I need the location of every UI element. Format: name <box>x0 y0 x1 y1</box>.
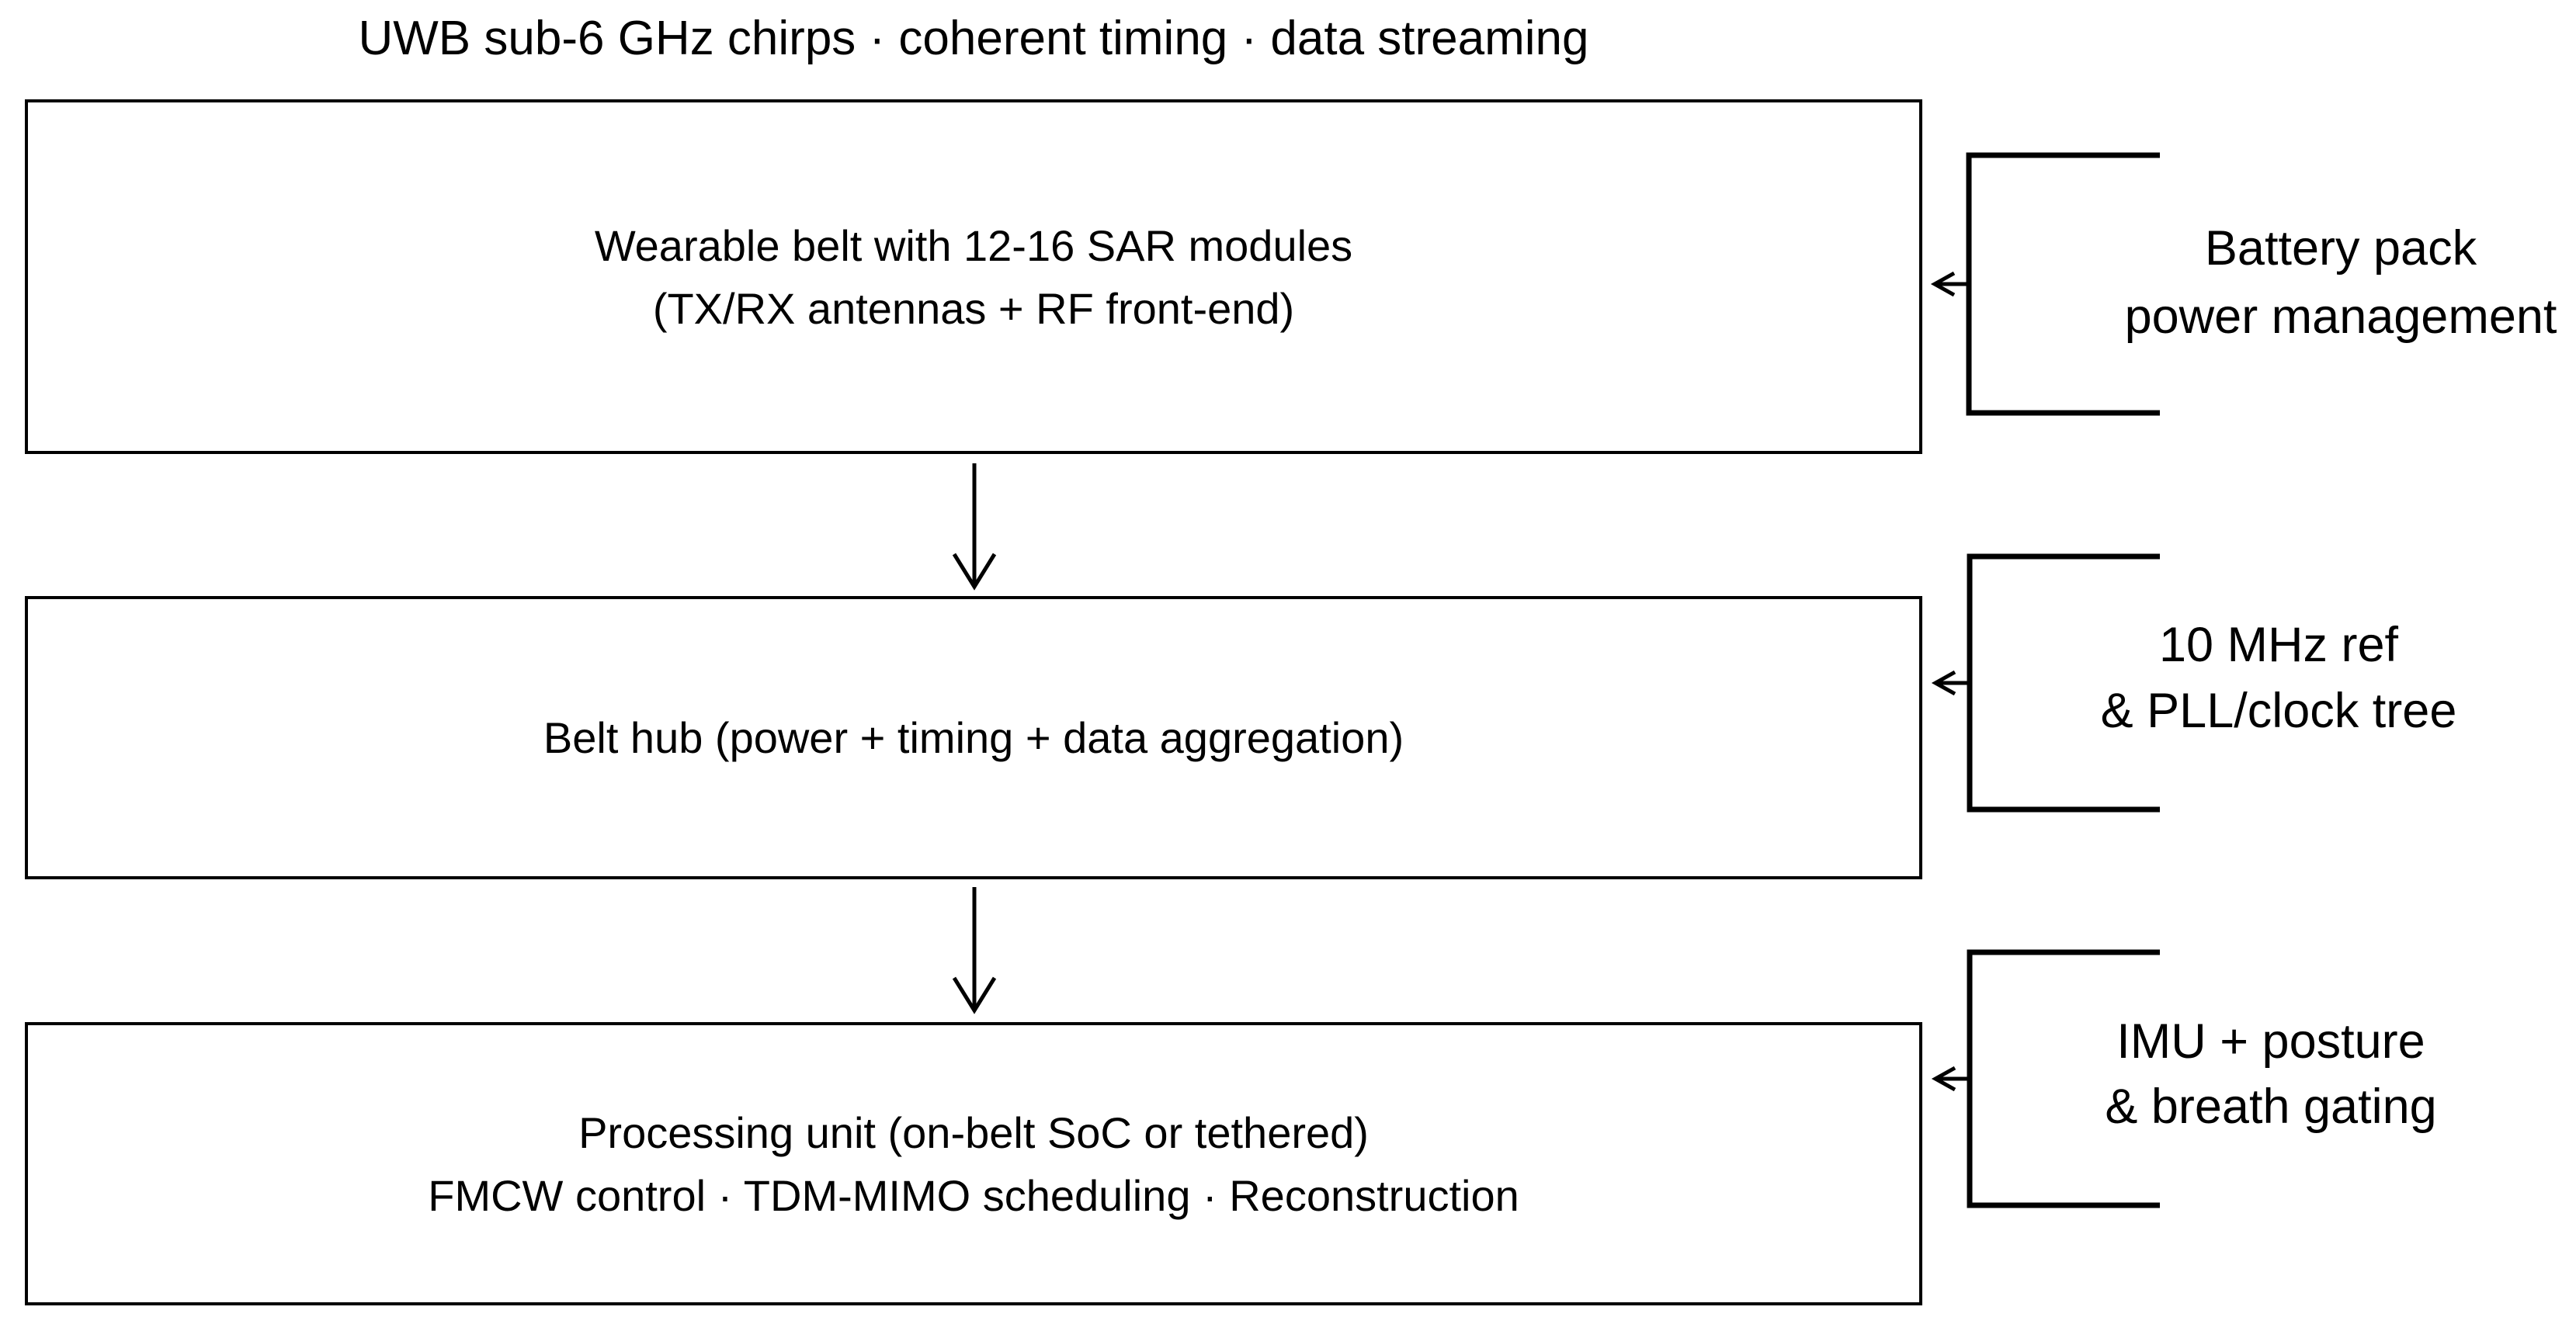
box-wearable-belt: Wearable belt with 12-16 SAR modules (TX… <box>25 99 1922 454</box>
side-label-clock-line-1: 10 MHz ref <box>2158 618 2399 672</box>
side-label-battery: Battery pack power management <box>2100 214 2576 351</box>
box-processing-unit: Processing unit (on-belt SoC or tethered… <box>25 1022 1922 1305</box>
box-belt-hub: Belt hub (power + timing + data aggregat… <box>25 596 1922 879</box>
box-wearable-belt-line-2: (TX/RX antennas + RF front-end) <box>652 283 1295 333</box>
side-label-clock: 10 MHz ref & PLL/clock tree <box>2038 612 2519 744</box>
box-wearable-belt-line-1: Wearable belt with 12-16 SAR modules <box>594 220 1353 270</box>
box-processing-unit-line-1: Processing unit (on-belt SoC or tethered… <box>578 1107 1369 1157</box>
down-arrow-belt-to-hub-icon <box>952 463 997 591</box>
left-arrow-clock-to-hub-icon <box>1931 670 1970 696</box>
side-label-battery-line-1: Battery pack <box>2204 221 2477 276</box>
side-label-clock-line-2: & PLL/clock tree <box>2100 684 2457 738</box>
diagram-title: UWB sub-6 GHz chirps · coherent timing ·… <box>358 12 1589 65</box>
side-label-imu-line-2: & breath gating <box>2105 1080 2437 1134</box>
side-label-battery-line-2: power management <box>2124 289 2557 344</box>
side-label-imu: IMU + posture & breath gating <box>2030 1009 2512 1139</box>
side-label-imu-line-1: IMU + posture <box>2116 1014 2425 1069</box>
box-belt-hub-line-1: Belt hub (power + timing + data aggregat… <box>543 713 1404 762</box>
left-arrow-battery-to-belt-icon <box>1930 271 1969 297</box>
down-arrow-hub-to-processing-icon <box>952 887 997 1014</box>
left-arrow-imu-to-processing-icon <box>1931 1066 1970 1092</box>
box-processing-unit-line-2: FMCW control · TDM-MIMO scheduling · Rec… <box>428 1170 1519 1220</box>
